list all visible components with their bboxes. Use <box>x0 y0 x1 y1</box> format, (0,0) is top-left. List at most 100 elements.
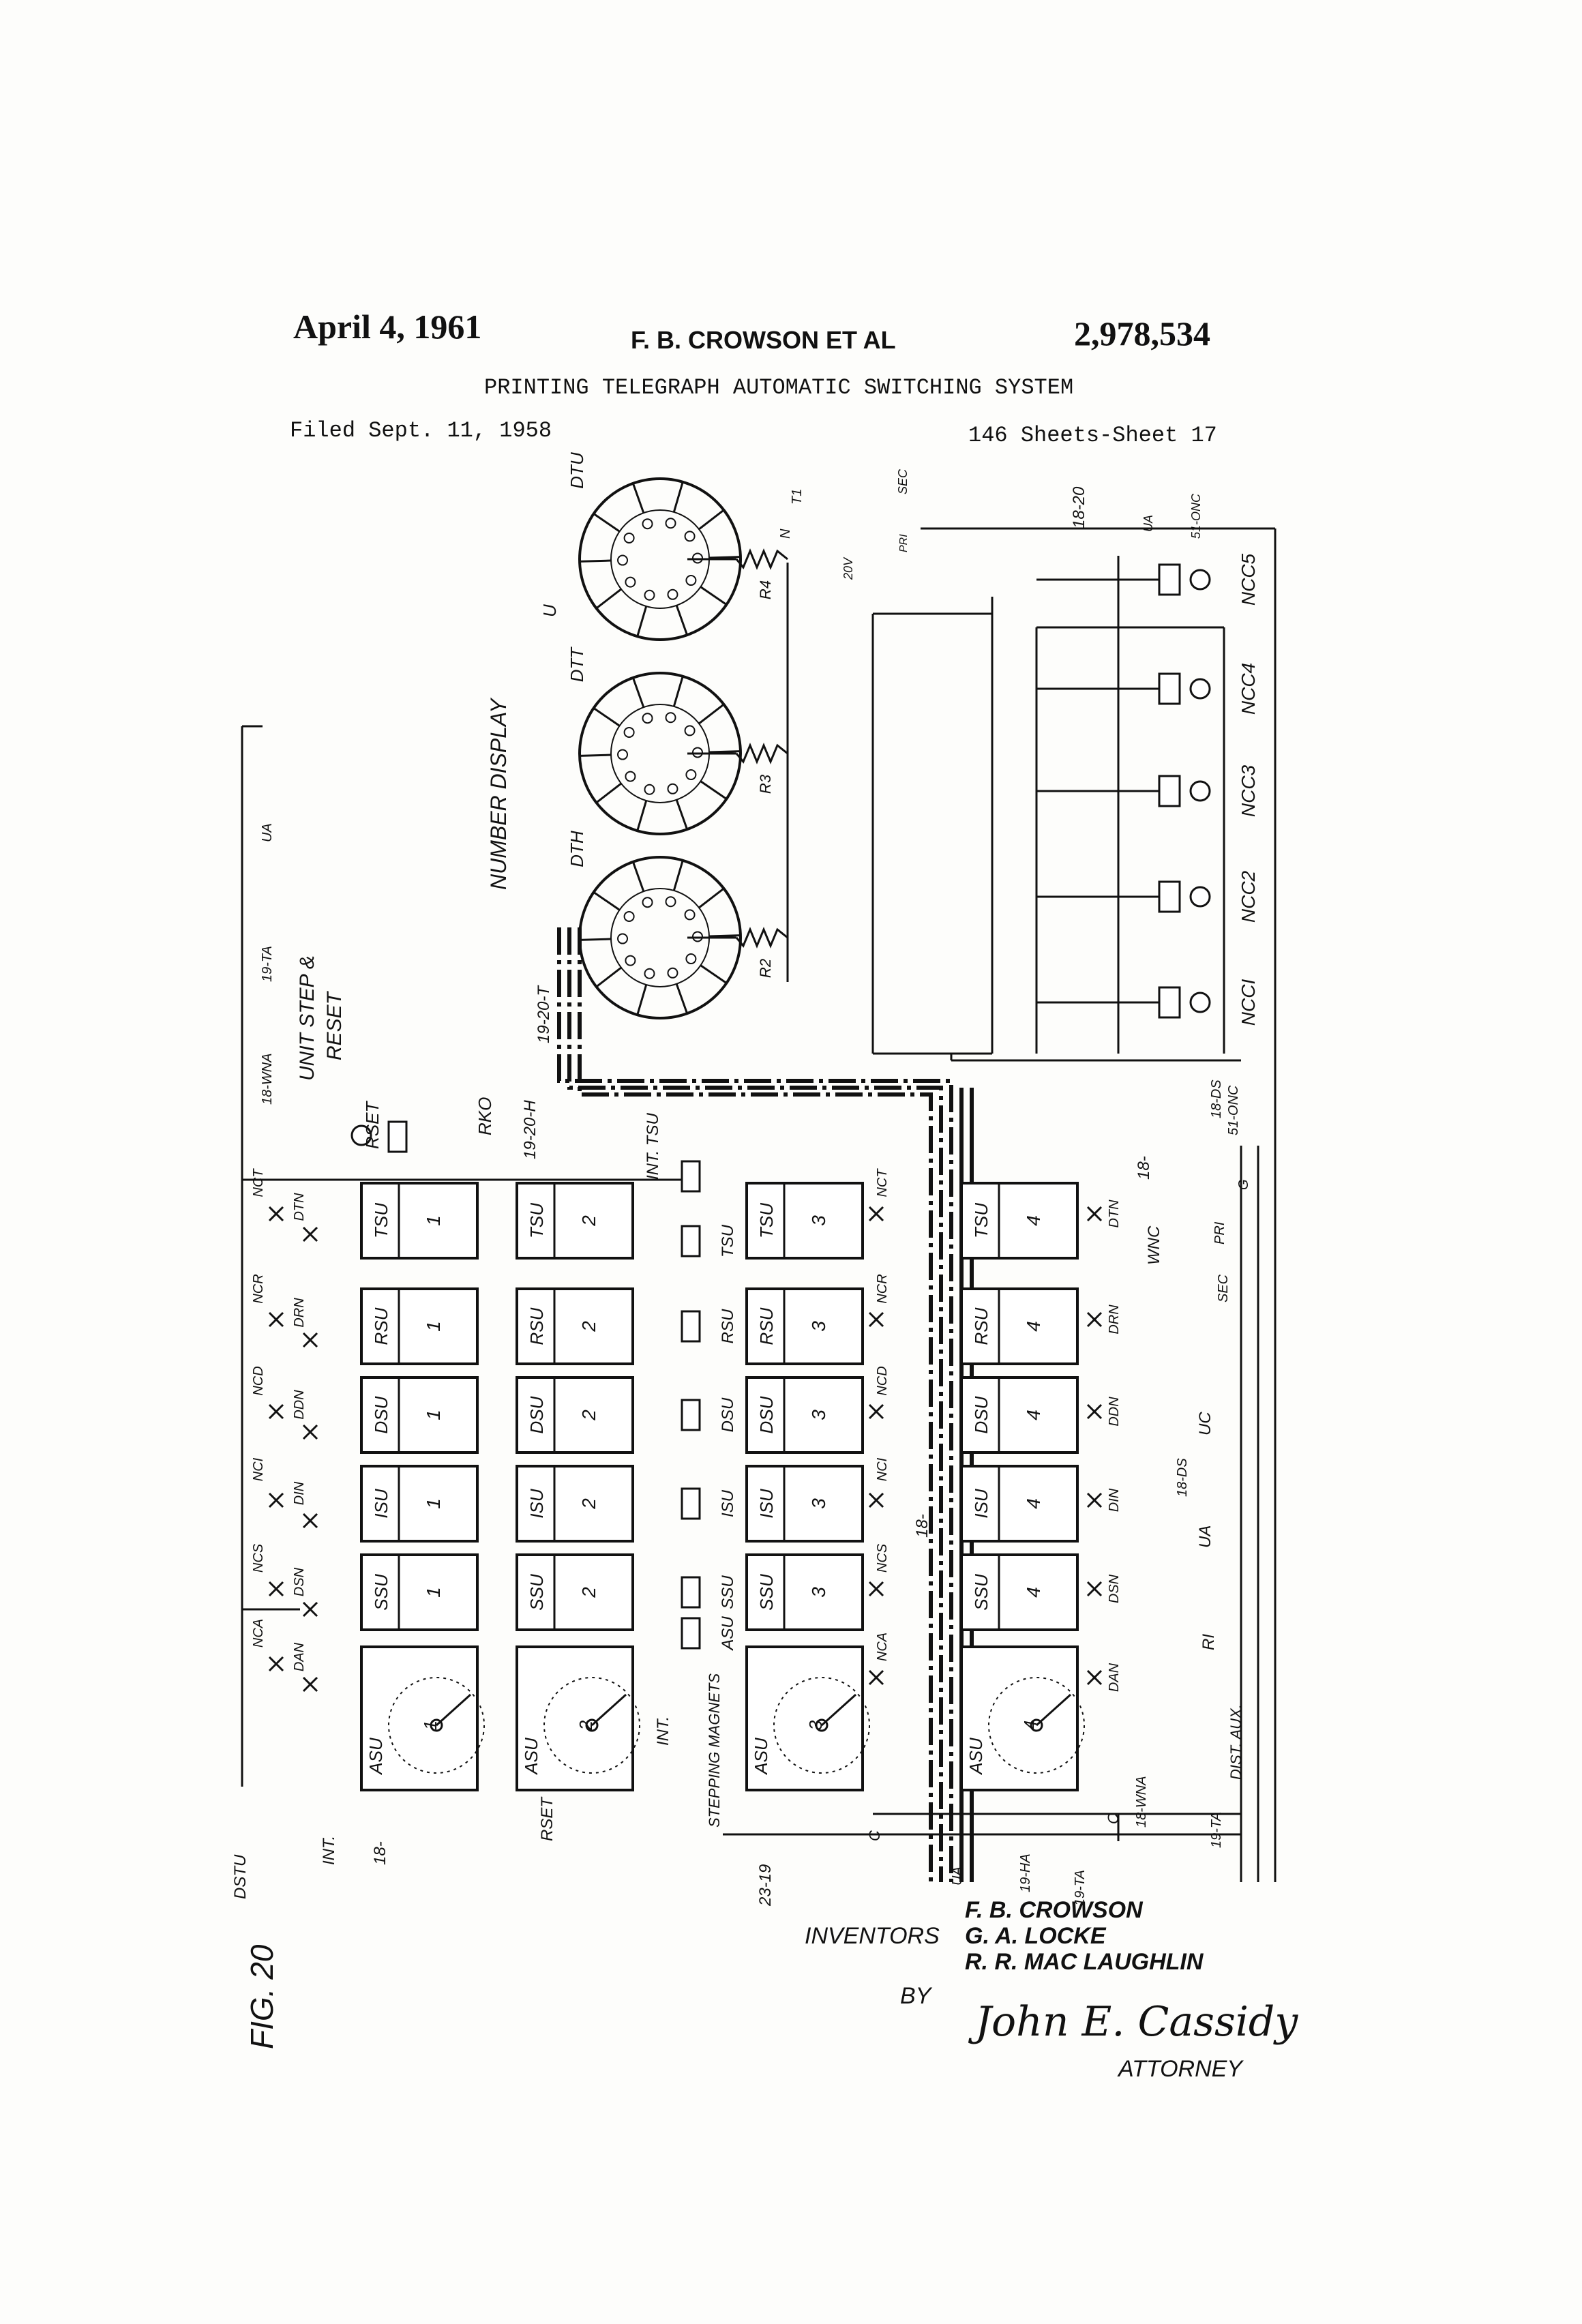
unit-col-number: 1 <box>423 1321 444 1332</box>
magnet-coil <box>681 1487 701 1520</box>
display-lamp <box>667 589 678 600</box>
display-lamp <box>685 769 697 781</box>
ri-label: RI <box>1199 1634 1218 1650</box>
wire-ua: UA <box>260 823 275 842</box>
display-segment <box>593 707 621 727</box>
stepper-number: 1 <box>420 1720 441 1730</box>
unit-row-label: ISU <box>756 1489 777 1519</box>
unit-step-label: UNIT STEP & <box>296 955 318 1081</box>
display-segment <box>700 780 728 800</box>
stepper-label: ASU <box>751 1738 771 1776</box>
contact-x <box>268 1492 284 1508</box>
stepping-magnets-label: STEPPING MAGNETS <box>706 1673 723 1828</box>
attorney-signature: John E. Cassidy <box>968 1998 1298 2046</box>
stepper-asu-3: ASU 3 <box>745 1645 870 1791</box>
magnet-coil <box>681 1160 701 1193</box>
inventors-label: INVENTORS <box>805 1923 940 1949</box>
stepper-bank <box>988 1677 1085 1774</box>
wire-19-ta-2: 19-TA <box>1073 1870 1088 1906</box>
wire-19-ha: 19-HA <box>1018 1853 1033 1892</box>
display-segment <box>631 483 645 513</box>
unit-col-number: 3 <box>808 1587 829 1598</box>
display-segment <box>580 754 612 757</box>
magnet-label: SSU <box>719 1575 737 1609</box>
wire-ua-bottom: UA <box>950 1866 965 1886</box>
unit-col-number: 3 <box>808 1498 829 1509</box>
stepper-number: 3 <box>805 1720 826 1730</box>
contact-x <box>268 1656 284 1672</box>
wire-18-ds-2: 18-DS <box>1209 1079 1224 1118</box>
display-lamp <box>623 726 635 738</box>
contact-label: DDN <box>292 1390 307 1420</box>
wire-18-right: 18- <box>1135 1156 1153 1180</box>
unit-row-label: ISU <box>971 1489 991 1519</box>
display-lamp <box>617 933 629 944</box>
unit-col-number: 1 <box>423 1498 444 1509</box>
ua-relay-label: UA <box>1196 1525 1214 1548</box>
display-lamp <box>691 931 703 942</box>
stepper-box <box>516 1645 634 1791</box>
contact-label: NCT <box>875 1168 890 1197</box>
unit-col-number: 1 <box>423 1215 444 1226</box>
node-c: C <box>866 1830 883 1841</box>
stepper-wiper <box>591 1693 627 1727</box>
contact-label: NCR <box>875 1274 890 1303</box>
display-segment <box>593 513 621 533</box>
unit-row-label: TSU <box>971 1203 991 1238</box>
rko-label: RKO <box>475 1097 495 1135</box>
display-lamp <box>625 576 636 588</box>
display-lamp <box>665 518 676 529</box>
contact-label: NCA <box>251 1619 266 1648</box>
unit-row-label: SSU <box>971 1574 991 1611</box>
contact-label: NCT <box>251 1168 266 1197</box>
unit-box <box>745 1553 864 1631</box>
contact-label: DAN <box>1107 1663 1122 1692</box>
relay-ncc2: NCC2 <box>1036 870 1259 923</box>
relay-lamp <box>1189 569 1211 591</box>
display-segment <box>708 556 741 559</box>
unit-row-label: RSU <box>371 1307 391 1345</box>
filed-date: Filed Sept. 11, 1958 <box>290 418 552 443</box>
unit-col-number: 4 <box>1023 1410 1044 1420</box>
contact-label: DRN <box>1107 1305 1122 1335</box>
cable-dth <box>567 927 943 1882</box>
unit-row-label: TSU <box>756 1203 777 1238</box>
contact-label: NCI <box>251 1457 266 1481</box>
display-segment <box>631 861 645 892</box>
patent-number: 2,978,534 <box>1074 314 1210 353</box>
relay-label: NCC2 <box>1238 870 1259 923</box>
display-segment <box>675 605 689 636</box>
display-lamp <box>684 725 696 736</box>
resistor-r2 <box>735 927 788 949</box>
contact-labels: NCTNCRNCDNCINCSNCADTNDRNDDNDINDSNDANDTND… <box>251 1168 1122 1692</box>
stepper-wiper <box>1035 1693 1072 1727</box>
unit-row-label: TSU <box>526 1203 547 1238</box>
unit-row-label: DSU <box>526 1396 547 1433</box>
stepper-wiper <box>820 1693 857 1727</box>
magnet-ssu: SSU <box>681 1575 737 1609</box>
display-lamp <box>644 968 655 979</box>
relay-label: NCCI <box>1238 979 1259 1026</box>
display-lamp <box>642 713 653 724</box>
stepper-bank <box>543 1677 640 1774</box>
unit-box <box>516 1376 634 1454</box>
stepper-number: 4 <box>1020 1720 1041 1730</box>
transformer-t1: T1 <box>790 489 805 505</box>
contact-label: NCS <box>875 1543 890 1573</box>
node-n: N <box>778 528 793 539</box>
wire-51-onc: 51-ONC <box>1189 493 1203 539</box>
display-lamp <box>644 784 655 795</box>
magnet-tsu: TSU <box>681 1224 737 1257</box>
display-segment <box>580 938 612 941</box>
wnc-label: WNC <box>1145 1225 1163 1265</box>
display-segment <box>698 509 725 531</box>
magnet-coil <box>681 1576 701 1609</box>
